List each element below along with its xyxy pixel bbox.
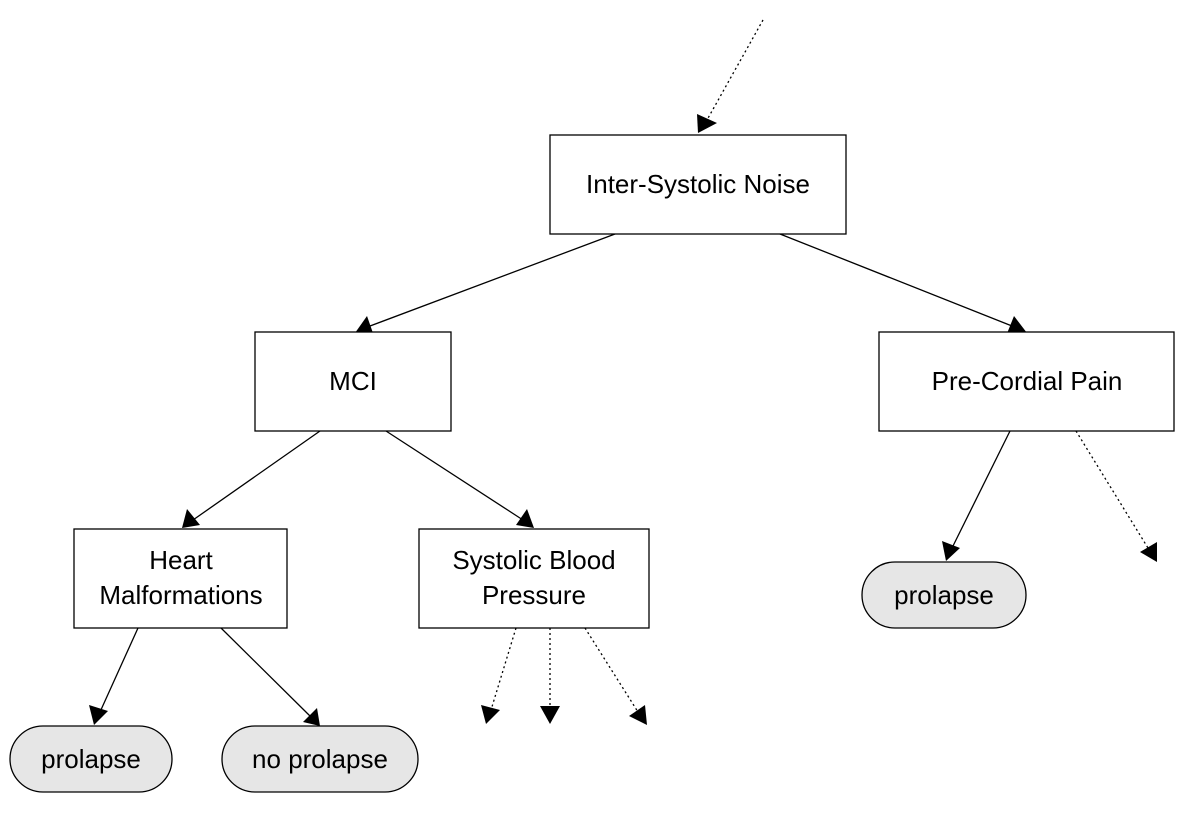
arrowhead-mci-to-systolic-blood-pressure xyxy=(516,509,534,528)
node-pre-cordial-pain: Pre-Cordial Pain xyxy=(878,331,1175,432)
node-label: Inter-Systolic Noise xyxy=(586,169,810,199)
leaf-prolapse-right: prolapse xyxy=(861,561,1027,629)
leaf-label: prolapse xyxy=(41,744,141,774)
node-label: Pre-Cordial Pain xyxy=(932,366,1123,396)
edge-systolic-dotted-right xyxy=(584,627,639,713)
edge-root-to-mci xyxy=(369,233,616,327)
node-heart-malformations: Heart Malformations xyxy=(73,528,288,629)
node-mci: MCI xyxy=(254,331,452,432)
edge-incoming-root xyxy=(706,19,764,121)
arrowhead-root-to-mci xyxy=(355,316,374,336)
leaf-label: no prolapse xyxy=(252,744,388,774)
arrowhead-root-to-pre-cordial-pain xyxy=(1006,316,1027,336)
edge-systolic-dotted-left xyxy=(490,627,517,711)
leaf-shape xyxy=(861,561,1027,629)
leaf-prolapse-left: prolapse xyxy=(9,725,173,793)
edge-pre-cordial-pain-to-prolapse xyxy=(951,430,1011,549)
edge-mci-to-systolic-blood-pressure xyxy=(385,430,524,521)
leaf-shape xyxy=(221,725,419,793)
leaf-shape xyxy=(9,725,173,793)
arrowhead-pre-cordial-pain-to-prolapse xyxy=(942,541,960,561)
node-label-line-1: Systolic Blood xyxy=(452,545,615,575)
arrowhead-mci-to-heart-malformations xyxy=(182,509,200,528)
leaf-no-prolapse: no prolapse xyxy=(221,725,419,793)
node-label-line-1: Heart xyxy=(149,545,213,575)
edge-pre-cordial-pain-dotted xyxy=(1075,430,1149,549)
arrowhead-systolic-dotted-middle xyxy=(540,706,560,724)
edge-heart-malformations-to-no-prolapse xyxy=(220,627,311,717)
node-label: MCI xyxy=(329,366,377,396)
arrowhead-pre-cordial-pain-dotted xyxy=(1140,542,1157,562)
leaf-label: prolapse xyxy=(894,580,994,610)
edge-mci-to-heart-malformations xyxy=(192,430,321,521)
arrowhead-heart-malformations-to-no-prolapse xyxy=(303,708,320,726)
arrowhead-incoming-root xyxy=(697,114,717,133)
edge-root-to-pre-cordial-pain xyxy=(779,233,1013,327)
node-systolic-blood-pressure: Systolic Blood Pressure xyxy=(418,528,650,629)
arrowhead-heart-malformations-to-prolapse xyxy=(89,705,108,725)
arrowhead-systolic-dotted-left xyxy=(481,705,500,724)
node-label-line-2: Malformations xyxy=(99,580,262,610)
arrowhead-systolic-dotted-right xyxy=(629,705,647,725)
edge-heart-malformations-to-prolapse xyxy=(99,627,139,713)
node-inter-systolic-noise: Inter-Systolic Noise xyxy=(549,134,847,235)
node-label-line-2: Pressure xyxy=(482,580,586,610)
